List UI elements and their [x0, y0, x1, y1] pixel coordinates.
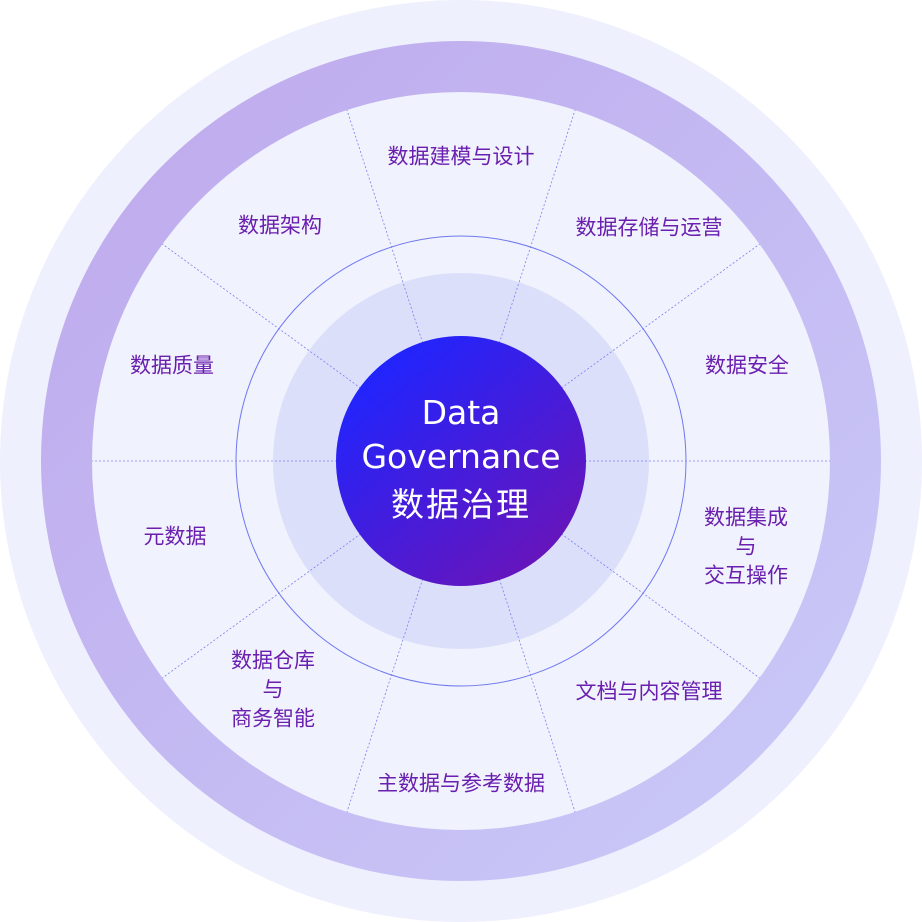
segment-master-reference-data: 主数据与参考数据	[377, 771, 545, 796]
segment-data-quality: 数据质量	[130, 353, 214, 378]
segment-line: 数据仓库	[231, 648, 315, 673]
segment-data-security: 数据安全	[705, 353, 789, 378]
center-title: Data Governance 数据治理	[361, 391, 560, 531]
segment-line: 商务智能	[231, 706, 315, 731]
segment-line: 交互操作	[704, 563, 788, 588]
segment-line: 与	[262, 677, 284, 702]
segment-data-modeling: 数据建模与设计	[387, 144, 535, 169]
segment-line: 与	[735, 534, 757, 559]
segment-data-storage: 数据存储与运营	[575, 215, 723, 240]
center-title-zh: 数据治理	[391, 485, 531, 524]
segment-dw-bi: 数据仓库 与 商务智能	[231, 647, 315, 734]
center-circle	[336, 336, 586, 586]
center-title-en-1: Data	[421, 393, 501, 432]
segment-line: 数据集成	[704, 505, 788, 530]
segment-document-content: 文档与内容管理	[575, 679, 723, 704]
segment-metadata: 元数据	[143, 524, 207, 549]
center-title-en-2: Governance	[361, 437, 561, 476]
segment-data-architecture: 数据架构	[238, 213, 322, 238]
segment-data-integration: 数据集成 与 交互操作	[704, 504, 788, 591]
